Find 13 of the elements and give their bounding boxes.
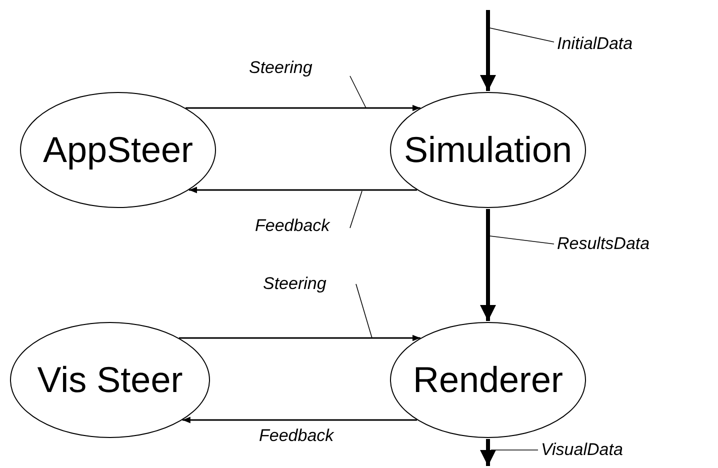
- arrow: [186, 104, 420, 112]
- arrow: [182, 416, 418, 424]
- node-label: Renderer: [412, 359, 564, 401]
- node-label: Vis Steer: [37, 359, 183, 401]
- arrow: [178, 334, 420, 342]
- node-label: AppSteer: [42, 129, 194, 171]
- arrow: [188, 186, 418, 194]
- edge-label: Steering: [262, 274, 328, 294]
- arrow: [480, 439, 496, 466]
- edge-label: Steering: [248, 58, 314, 78]
- arrow: [480, 10, 496, 91]
- arrow: [480, 209, 496, 321]
- node-label: Simulation: [404, 129, 572, 171]
